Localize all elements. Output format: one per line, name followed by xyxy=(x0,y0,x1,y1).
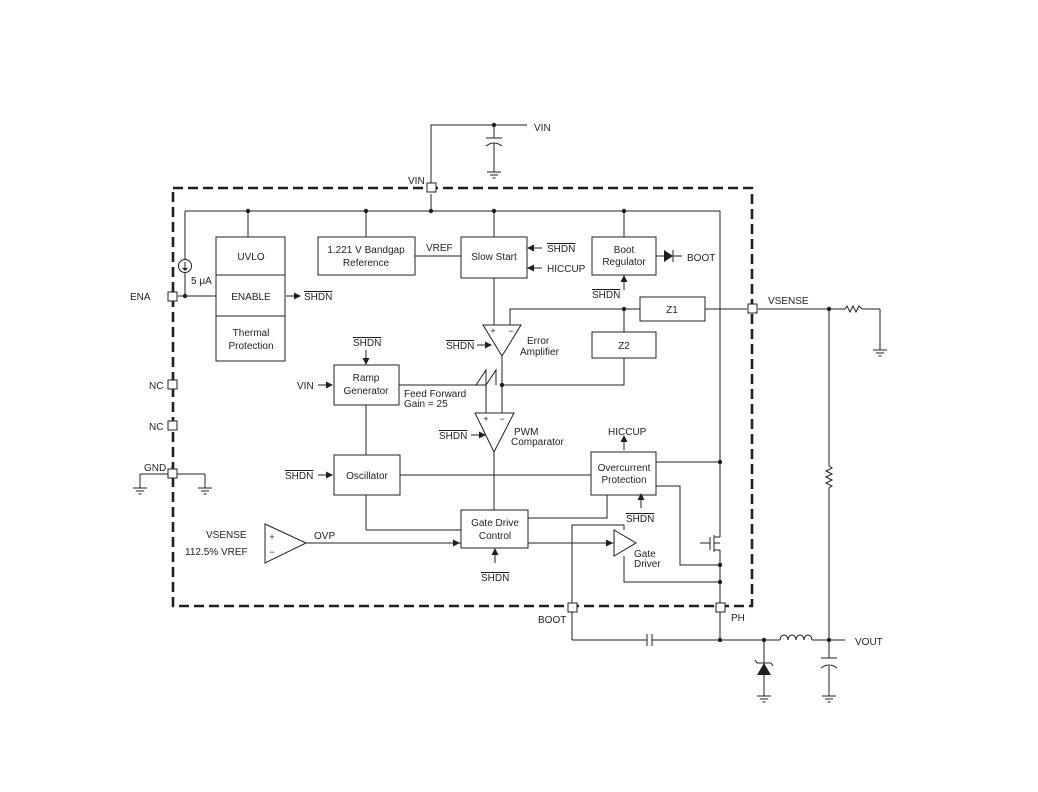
shdn-label: SHDN xyxy=(481,573,509,584)
gnd-pin-label: GND xyxy=(144,463,166,474)
vin-pin-label: VIN xyxy=(408,176,425,187)
svg-text:Z2: Z2 xyxy=(618,341,630,352)
svg-text:Reference: Reference xyxy=(343,258,390,269)
uvlo-block: UVLO xyxy=(215,236,286,276)
hiccup-input-label: HICCUP xyxy=(547,264,586,275)
svg-text:−: − xyxy=(269,547,274,557)
boot-capacitor-symbol xyxy=(646,634,653,646)
error-amplifier-label: Error xyxy=(527,336,550,347)
hiccup-output-label: HICCUP xyxy=(608,427,647,438)
pwm-comparator-label: PWM xyxy=(514,427,538,438)
divider-resistor-symbol xyxy=(824,465,834,489)
svg-text:Z1: Z1 xyxy=(666,305,678,316)
vsense-pin-label: VSENSE xyxy=(768,296,809,307)
ovp-comparator: + − xyxy=(264,523,308,564)
ovp-vsense-label: VSENSE xyxy=(206,530,247,541)
error-amplifier-label: Amplifier xyxy=(520,347,560,358)
svg-text:−: − xyxy=(499,414,504,424)
svg-text:−: − xyxy=(508,326,513,336)
junction-dots xyxy=(182,122,832,643)
svg-text:+: + xyxy=(269,532,274,542)
boot-diode-symbol xyxy=(664,250,674,262)
pwm-comparator-label: Comparator xyxy=(511,437,564,448)
mosfet-switch xyxy=(700,535,720,552)
svg-text:Protection: Protection xyxy=(601,475,646,486)
ovp-label: OVP xyxy=(314,531,335,542)
svg-text:Generator: Generator xyxy=(343,386,389,397)
vin-supply-label: VIN xyxy=(534,123,551,134)
oscillator-block: Oscillator xyxy=(333,454,401,496)
error-amplifier: + − xyxy=(482,324,522,357)
output-capacitor-symbol xyxy=(820,657,838,669)
freewheel-diode-symbol xyxy=(754,659,774,675)
thermal-protection-block: Thermal Protection xyxy=(215,315,286,362)
shdn-label: SHDN xyxy=(304,292,332,303)
svg-text:+: + xyxy=(483,414,488,424)
ovp-vref-label: 112.5% VREF xyxy=(185,547,248,558)
shdn-label: SHDN xyxy=(547,244,575,255)
nc-pin-label: NC xyxy=(149,422,163,433)
svg-text:Gate Drive: Gate Drive xyxy=(471,518,519,529)
current-source-icon xyxy=(178,259,192,273)
overcurrent-protection-block: Overcurrent Protection xyxy=(590,451,657,496)
pwm-comparator: + − xyxy=(474,412,515,454)
current-source-label: 5 μA xyxy=(191,276,212,287)
sense-resistor-symbol xyxy=(844,304,863,314)
gate-driver-label: Gate xyxy=(634,549,656,560)
svg-text:Protection: Protection xyxy=(228,341,273,352)
output-inductor-symbol xyxy=(779,634,813,641)
shdn-label: SHDN xyxy=(439,431,467,442)
svg-text:+: + xyxy=(490,326,495,336)
vref-label: VREF xyxy=(426,243,453,254)
gate-drive-control-block: Gate Drive Control xyxy=(460,509,529,549)
shdn-label: SHDN xyxy=(446,341,474,352)
shdn-label: SHDN xyxy=(285,471,313,482)
boot-regulator-block: Boot Regulator xyxy=(591,236,657,276)
nc-pin-label: NC xyxy=(149,381,163,392)
ramp-generator-block: Ramp Generator xyxy=(333,364,400,406)
boot-pin-label: BOOT xyxy=(538,615,566,626)
shdn-label: SHDN xyxy=(353,338,381,349)
ph-pin-label: PH xyxy=(731,613,745,624)
feed-forward-label: Feed Forward xyxy=(404,389,466,400)
ground-symbols xyxy=(133,171,887,703)
gate-driver-buffer xyxy=(613,529,637,557)
vin-ramp-label: VIN xyxy=(297,381,314,392)
svg-text:Ramp: Ramp xyxy=(353,373,380,384)
ena-pin-label: ENA xyxy=(130,292,151,303)
svg-text:Overcurrent: Overcurrent xyxy=(598,463,651,474)
pins xyxy=(167,182,758,613)
boot-internal-label: BOOT xyxy=(687,253,715,264)
svg-text:ENABLE: ENABLE xyxy=(231,292,271,303)
z2-block: Z2 xyxy=(591,331,657,359)
z1-block: Z1 xyxy=(639,296,706,322)
enable-block: ENABLE xyxy=(215,274,286,317)
feed-forward-gain-label: Gain = 25 xyxy=(404,399,448,410)
signal-arrows xyxy=(286,244,645,563)
wires xyxy=(139,124,881,696)
svg-text:Thermal: Thermal xyxy=(233,328,270,339)
shdn-label: SHDN xyxy=(592,290,620,301)
svg-text:1.221 V Bandgap: 1.221 V Bandgap xyxy=(327,245,405,256)
bandgap-reference-block: 1.221 V Bandgap Reference xyxy=(317,236,416,276)
ic-boundary xyxy=(171,186,754,608)
gate-driver-label: Driver xyxy=(634,559,661,570)
svg-text:Boot: Boot xyxy=(614,245,635,256)
svg-text:Regulator: Regulator xyxy=(602,257,646,268)
slow-start-block: Slow Start xyxy=(460,236,528,279)
svg-text:UVLO: UVLO xyxy=(237,252,264,263)
svg-text:Control: Control xyxy=(479,531,511,542)
shdn-label: SHDN xyxy=(626,514,654,525)
svg-text:Slow Start: Slow Start xyxy=(471,252,517,263)
vout-label: VOUT xyxy=(855,637,883,648)
svg-text:Oscillator: Oscillator xyxy=(346,471,388,482)
